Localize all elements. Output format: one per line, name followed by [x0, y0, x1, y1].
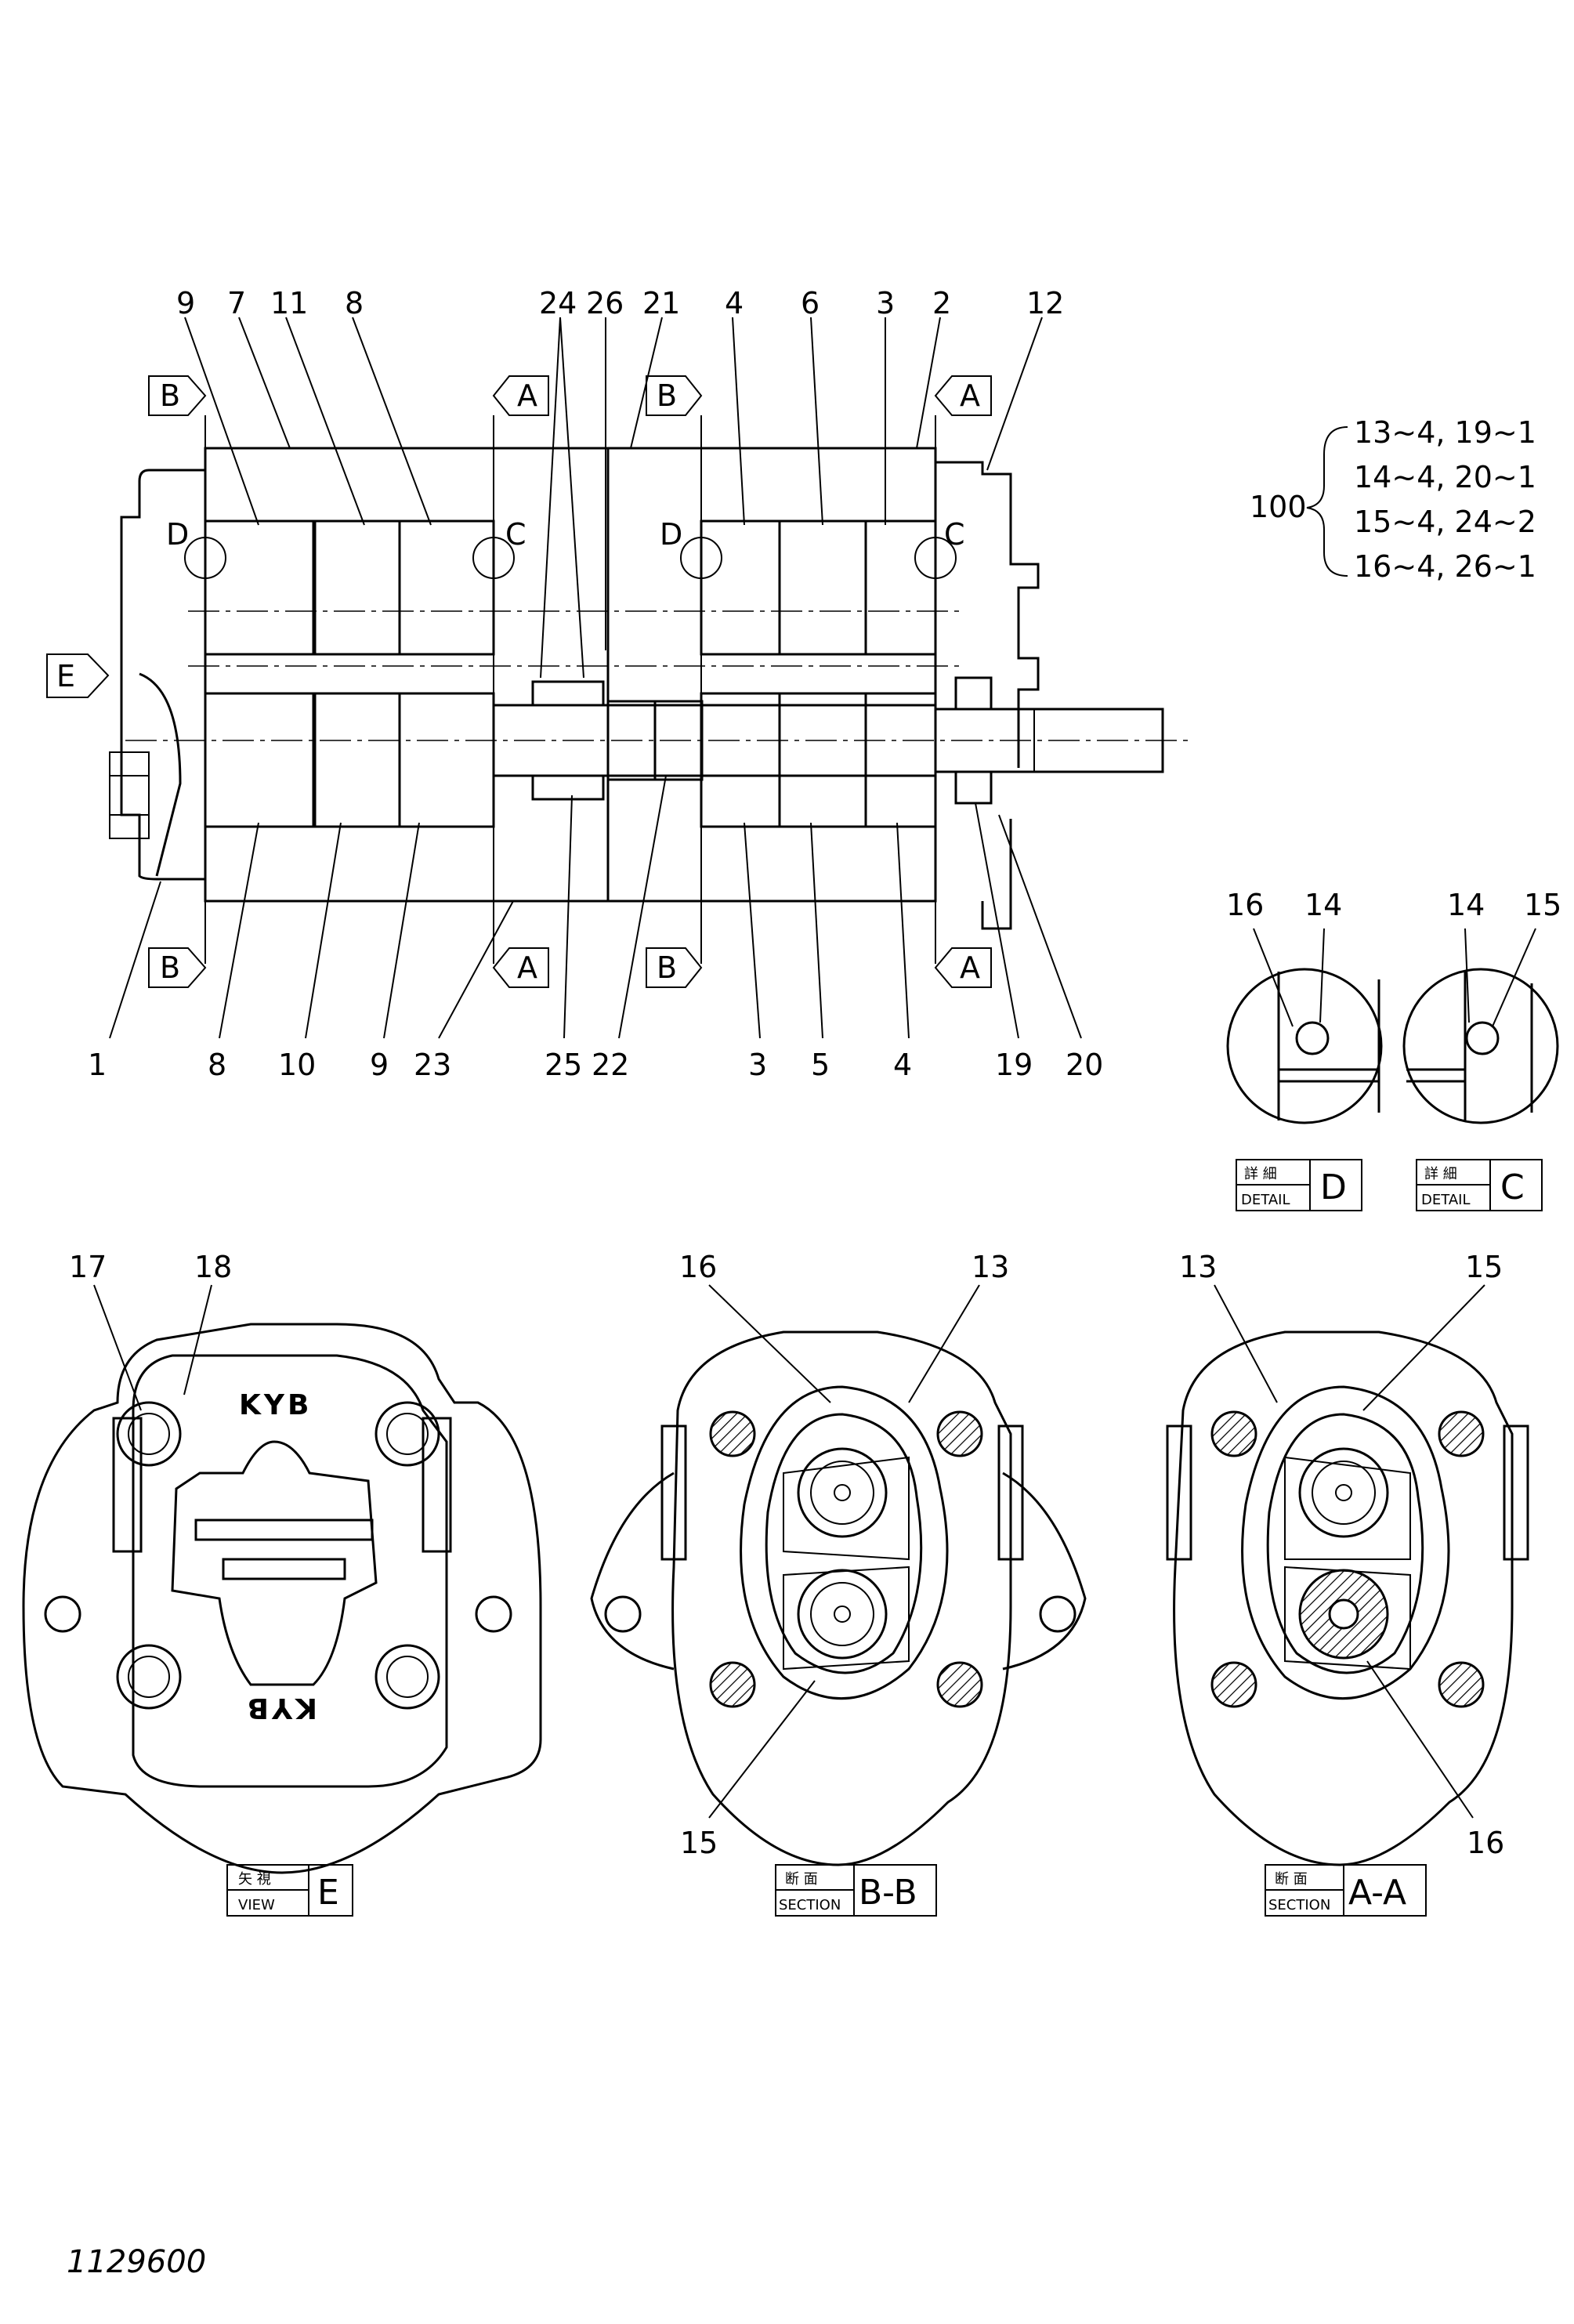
detail-mark-c-left: C	[505, 517, 526, 552]
callout-9: 9	[370, 1048, 389, 1082]
callout-2: 2	[932, 286, 951, 320]
detail-c-letter: C	[1500, 1167, 1525, 1207]
detail-c-caption: DETAIL	[1421, 1192, 1470, 1208]
kit-number: 100	[1250, 490, 1307, 524]
detail-d: 16 14 詳 細 DETAIL D	[1226, 888, 1383, 1211]
section-aa-callout-15: 15	[1465, 1250, 1503, 1284]
section-aa-letter: A-A	[1348, 1873, 1406, 1913]
section-aa-callout-13: 13	[1179, 1250, 1217, 1284]
marker-b-bottom-left: B	[148, 947, 207, 988]
callout-24: 24	[539, 286, 577, 320]
view-e-callout-18: 18	[194, 1250, 232, 1284]
section-aa-caption: SECTION	[1268, 1897, 1330, 1913]
svg-text:A: A	[960, 950, 980, 985]
callout-3: 3	[748, 1048, 767, 1082]
detail-d-callout-14: 14	[1304, 888, 1342, 922]
section-bb-callout-16: 16	[679, 1250, 717, 1284]
detail-mark-d-right: D	[660, 517, 682, 552]
section-aa-callout-16: 16	[1467, 1826, 1504, 1860]
detail-mark-d-left: D	[166, 517, 189, 552]
svg-text:B: B	[657, 378, 677, 413]
kit-line-3: 15~4, 24~2	[1354, 505, 1536, 539]
callout-4: 4	[893, 1048, 912, 1082]
detail-c: 14 15 詳 細 DETAIL C	[1402, 888, 1561, 1211]
callout-3: 3	[876, 286, 895, 320]
view-e-logo-bottom: KYB	[244, 1692, 317, 1724]
svg-text:B: B	[160, 378, 180, 413]
kit-line-1: 13~4, 19~1	[1354, 415, 1536, 450]
kit-line-4: 16~4, 26~1	[1354, 549, 1536, 584]
view-e-letter: E	[317, 1873, 339, 1913]
section-bb: 16 13 15 断 面 SECTION B-B	[590, 1250, 1087, 1917]
svg-text:B: B	[657, 950, 677, 985]
callout-20: 20	[1066, 1048, 1103, 1082]
callout-23: 23	[414, 1048, 451, 1082]
callout-25: 25	[545, 1048, 582, 1082]
section-bb-callout-15: 15	[680, 1826, 718, 1860]
marker-a-bottom-left: A	[492, 947, 549, 988]
kit-list: 100 13~4, 19~1 14~4, 20~1 15~4, 24~2 16~…	[1250, 415, 1536, 584]
callout-26: 26	[586, 286, 624, 320]
detail-d-callout-16: 16	[1226, 888, 1264, 922]
svg-text:A: A	[517, 950, 537, 985]
callout-5: 5	[811, 1048, 830, 1082]
marker-a-top-left: A	[492, 375, 549, 416]
detail-d-kanji: 詳 細	[1244, 1166, 1277, 1182]
callout-10: 10	[278, 1048, 316, 1082]
kit-line-2: 14~4, 20~1	[1354, 460, 1536, 494]
marker-b-bottom-right: B	[646, 947, 703, 988]
leader-lines-bottom	[109, 775, 1082, 1039]
callout-9: 9	[176, 286, 195, 320]
svg-text:A: A	[960, 378, 980, 413]
marker-b-top-right: B	[646, 375, 703, 416]
drawing-number: 1129600	[67, 2244, 206, 2280]
detail-c-callout-15: 15	[1524, 888, 1561, 922]
callout-4: 4	[725, 286, 744, 320]
callout-8: 8	[345, 286, 364, 320]
marker-e: E	[46, 653, 110, 698]
view-e-kanji: 矢 視	[238, 1871, 271, 1888]
callout-21: 21	[642, 286, 680, 320]
detail-d-letter: D	[1320, 1167, 1347, 1207]
callout-6: 6	[801, 286, 820, 320]
svg-text:A: A	[517, 378, 537, 413]
callout-1: 1	[88, 1048, 107, 1082]
section-bb-callout-13: 13	[972, 1250, 1009, 1284]
svg-text:E: E	[56, 659, 75, 693]
detail-c-kanji: 詳 細	[1424, 1166, 1457, 1182]
callout-8: 8	[208, 1048, 226, 1082]
detail-mark-c-right: C	[944, 517, 965, 552]
detail-c-callout-14: 14	[1447, 888, 1485, 922]
leader-lines-top	[184, 317, 1043, 679]
section-bb-kanji: 断 面	[785, 1871, 818, 1888]
section-aa: 13 15 16 断 面 SECTION A-A	[1166, 1250, 1529, 1917]
callout-7: 7	[227, 286, 246, 320]
callout-11: 11	[270, 286, 308, 320]
detail-d-caption: DETAIL	[1241, 1192, 1290, 1208]
section-aa-kanji: 断 面	[1275, 1871, 1308, 1888]
marker-a-top-right: A	[934, 375, 992, 416]
section-markers: B A B A B A B A	[46, 375, 992, 988]
marker-b-top-left: B	[148, 375, 207, 416]
marker-a-bottom-right: A	[934, 947, 992, 988]
view-e-caption: VIEW	[238, 1897, 275, 1913]
section-bb-caption: SECTION	[779, 1897, 841, 1913]
callouts-bottom: 1 8 10 9 23 25 22 3 5 4 19 20	[88, 1048, 1103, 1082]
section-bb-letter: B-B	[859, 1873, 917, 1913]
callout-12: 12	[1026, 286, 1064, 320]
view-e: KYB KYB 17 18 矢 視 VIEW E	[22, 1250, 542, 1917]
longitudinal-section-view	[109, 415, 1191, 964]
view-e-logo-top: KYB	[239, 1389, 312, 1421]
view-e-callout-17: 17	[69, 1250, 107, 1284]
callout-19: 19	[995, 1048, 1033, 1082]
callout-22: 22	[592, 1048, 629, 1082]
svg-text:B: B	[160, 950, 180, 985]
callouts-top: 9 7 11 8 24 26 21 4 6 3 2 12	[176, 286, 1064, 320]
